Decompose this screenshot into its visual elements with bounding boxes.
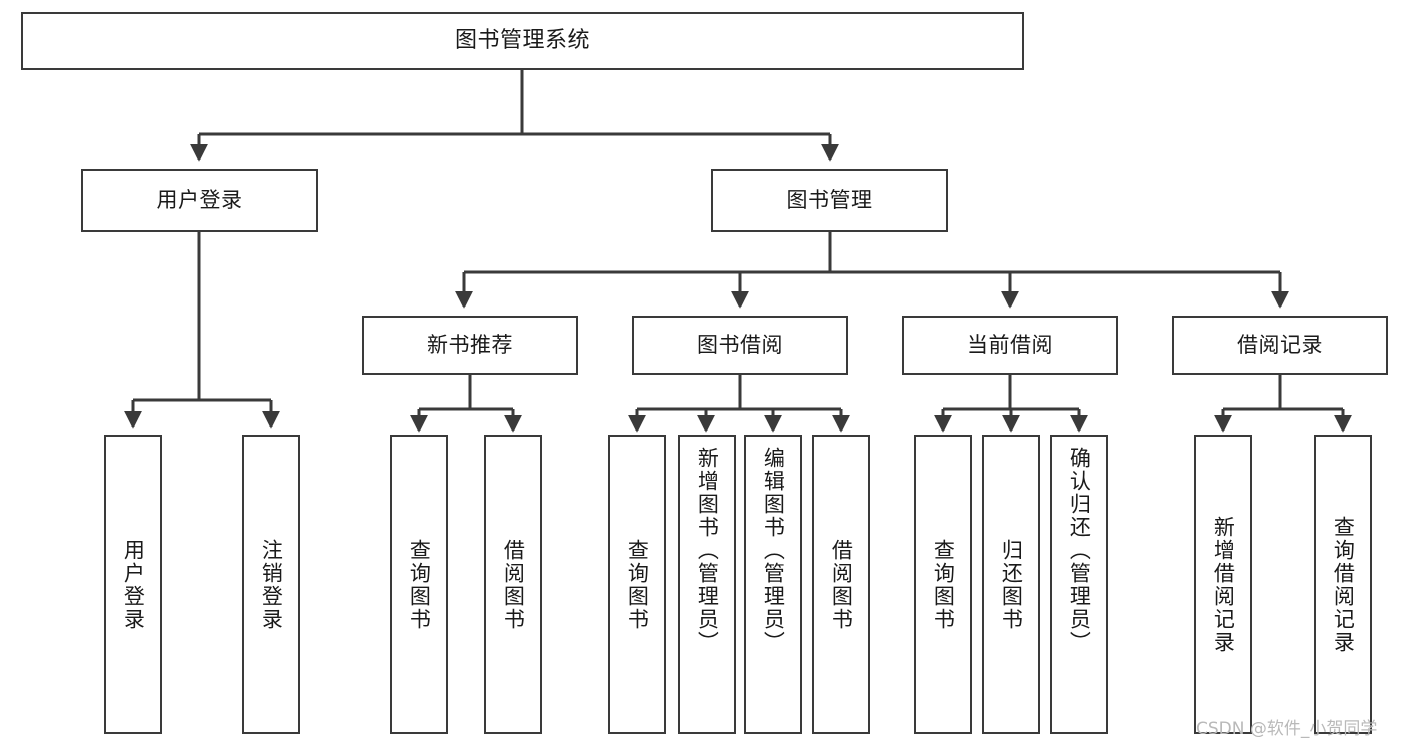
node-borrow-record-label: 借阅记录	[1237, 332, 1323, 357]
node-current-borrow[interactable]: 当前借阅	[902, 316, 1118, 375]
csdn-watermark: CSDN @软件_小贺同学	[1196, 719, 1378, 739]
node-leaf-query-book-3[interactable]: 查询图书	[914, 435, 972, 734]
node-leaf-confirm-return[interactable]: 确认归还（管理员）	[1050, 435, 1108, 734]
node-leaf-query-book-2[interactable]: 查询图书	[608, 435, 666, 734]
node-user-login-label: 用户登录	[156, 187, 243, 212]
node-leaf-user-login[interactable]: 用户登录	[104, 435, 162, 734]
node-leaf-user-login-label: 用户登录	[121, 538, 146, 631]
node-leaf-query-book-1-label: 查询图书	[407, 538, 432, 631]
node-leaf-query-book-3-label: 查询图书	[931, 538, 956, 631]
node-leaf-return-book-label: 归还图书	[999, 538, 1024, 631]
node-book-manage-label: 图书管理	[786, 187, 873, 212]
node-book-manage[interactable]: 图书管理	[711, 169, 948, 232]
node-leaf-add-record-label: 新增借阅记录	[1211, 515, 1236, 654]
node-leaf-query-book-2-label: 查询图书	[625, 538, 650, 631]
node-leaf-query-record-label: 查询借阅记录	[1331, 515, 1356, 654]
node-new-book-rec[interactable]: 新书推荐	[362, 316, 578, 375]
node-book-borrow-label: 图书借阅	[697, 332, 783, 357]
node-leaf-borrow-book-1-label: 借阅图书	[501, 538, 526, 631]
node-borrow-record[interactable]: 借阅记录	[1172, 316, 1388, 375]
node-leaf-user-logout[interactable]: 注销登录	[242, 435, 300, 734]
node-leaf-add-record[interactable]: 新增借阅记录	[1194, 435, 1252, 734]
node-new-book-rec-label: 新书推荐	[427, 332, 513, 357]
node-root-label: 图书管理系统	[454, 27, 590, 53]
node-leaf-edit-book[interactable]: 编辑图书（管理员）	[744, 435, 802, 734]
node-leaf-confirm-return-label: 确认归还（管理员）	[1067, 447, 1092, 654]
node-leaf-borrow-book-2-label: 借阅图书	[829, 538, 854, 631]
node-leaf-borrow-book-1[interactable]: 借阅图书	[484, 435, 542, 734]
node-leaf-edit-book-label: 编辑图书（管理员）	[761, 447, 786, 654]
node-current-borrow-label: 当前借阅	[967, 332, 1053, 357]
node-leaf-user-logout-label: 注销登录	[259, 538, 284, 631]
node-user-login[interactable]: 用户登录	[81, 169, 318, 232]
node-leaf-query-book-1[interactable]: 查询图书	[390, 435, 448, 734]
node-leaf-add-book-label: 新增图书（管理员）	[695, 447, 720, 654]
node-leaf-borrow-book-2[interactable]: 借阅图书	[812, 435, 870, 734]
node-root[interactable]: 图书管理系统	[21, 12, 1024, 70]
node-book-borrow[interactable]: 图书借阅	[632, 316, 848, 375]
node-leaf-return-book[interactable]: 归还图书	[982, 435, 1040, 734]
node-leaf-query-record[interactable]: 查询借阅记录	[1314, 435, 1372, 734]
node-leaf-add-book[interactable]: 新增图书（管理员）	[678, 435, 736, 734]
